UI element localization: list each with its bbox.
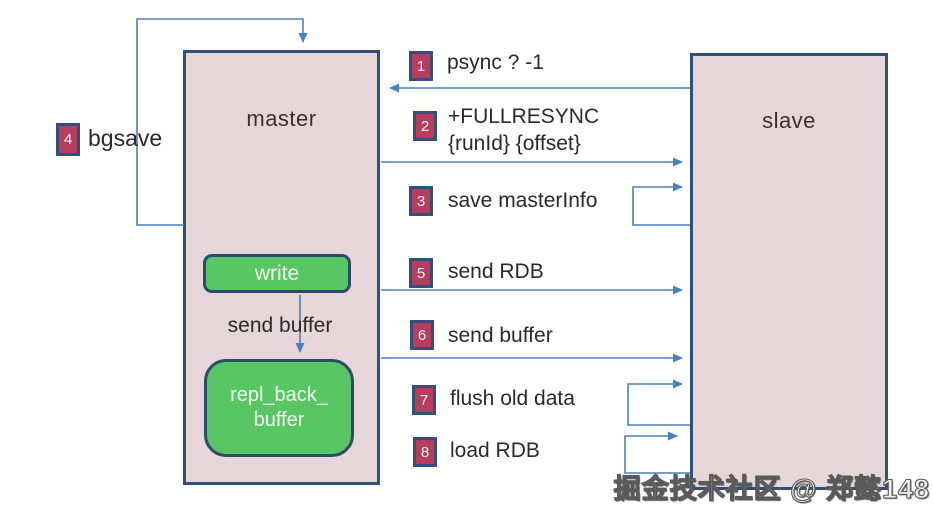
repl-label-line2: buffer xyxy=(253,409,305,431)
step-2-label: +FULLRESYNC {runId} {offset} xyxy=(448,103,599,157)
flush-old-data-loop-arrow xyxy=(627,379,690,426)
save-masterinfo-loop-arrow xyxy=(632,182,690,226)
step-2-badge: 2 xyxy=(413,111,437,141)
watermark: 掘金技术社区 @ 郑懿148 xyxy=(613,473,930,504)
repl-backlog-buffer-label: repl_back_ buffer xyxy=(230,383,328,433)
step-8-badge: 8 xyxy=(413,437,437,467)
bgsave-label: bgsave xyxy=(88,125,163,151)
step-8-label: load RDB xyxy=(450,439,540,462)
write-box: write xyxy=(203,254,351,293)
step-7-badge: 7 xyxy=(412,385,436,415)
step-6-label: send buffer xyxy=(448,324,553,347)
step-2-label-line2: {runId} {offset} xyxy=(448,132,581,155)
step-3-label: save masterInfo xyxy=(448,189,598,212)
send-buffer-inner-label: send buffer xyxy=(227,314,333,337)
step-5-badge: 5 xyxy=(409,258,433,288)
slave-box xyxy=(690,53,888,490)
slave-label: slave xyxy=(762,108,816,133)
repl-backlog-buffer-box: repl_back_ buffer xyxy=(204,359,354,457)
step-6-badge: 6 xyxy=(410,320,434,350)
step-5-label: send RDB xyxy=(448,260,544,283)
step-1-label: psync ? -1 xyxy=(447,51,544,74)
step-3-badge: 3 xyxy=(409,186,433,216)
step-4-badge: 4 xyxy=(56,123,80,156)
master-label: master xyxy=(246,106,317,131)
write-label: write xyxy=(254,261,300,285)
step-1-badge: 1 xyxy=(409,51,433,81)
repl-label-line1: repl_back_ xyxy=(230,384,328,406)
step-7-label: flush old data xyxy=(450,387,575,410)
step-2-label-line1: +FULLRESYNC xyxy=(448,105,600,128)
